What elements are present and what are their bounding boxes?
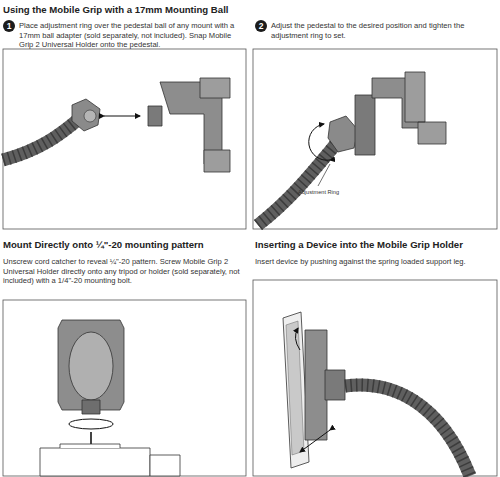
panel-2-art xyxy=(258,72,446,225)
step-circle: 2 xyxy=(255,20,267,32)
part-label: Adjustment Ring xyxy=(298,189,339,196)
panel-4-art xyxy=(283,312,470,476)
step-number: 1 xyxy=(7,21,12,31)
instruction-text: Insert device by pushing against the spr… xyxy=(255,257,495,267)
panel-3-art xyxy=(40,320,180,476)
section-heading: Inserting a Device into the Mobile Grip … xyxy=(255,239,463,250)
panel-frame xyxy=(3,49,497,476)
instruction-text: Unscrew cord catcher to reveal ¼"-20 pat… xyxy=(3,257,246,286)
instruction-text: Place adjustment ring over the pedestal … xyxy=(19,21,247,50)
step-number: 2 xyxy=(259,21,264,31)
step-circle: 1 xyxy=(3,20,15,32)
instruction-text: Adjust the pedestal to the desired posit… xyxy=(271,21,496,40)
section-heading: Mount Directly onto ¼"-20 mounting patte… xyxy=(3,239,204,250)
panel-1-art xyxy=(3,78,230,172)
section-heading: Using the Mobile Grip with a 17mm Mounti… xyxy=(3,4,228,15)
